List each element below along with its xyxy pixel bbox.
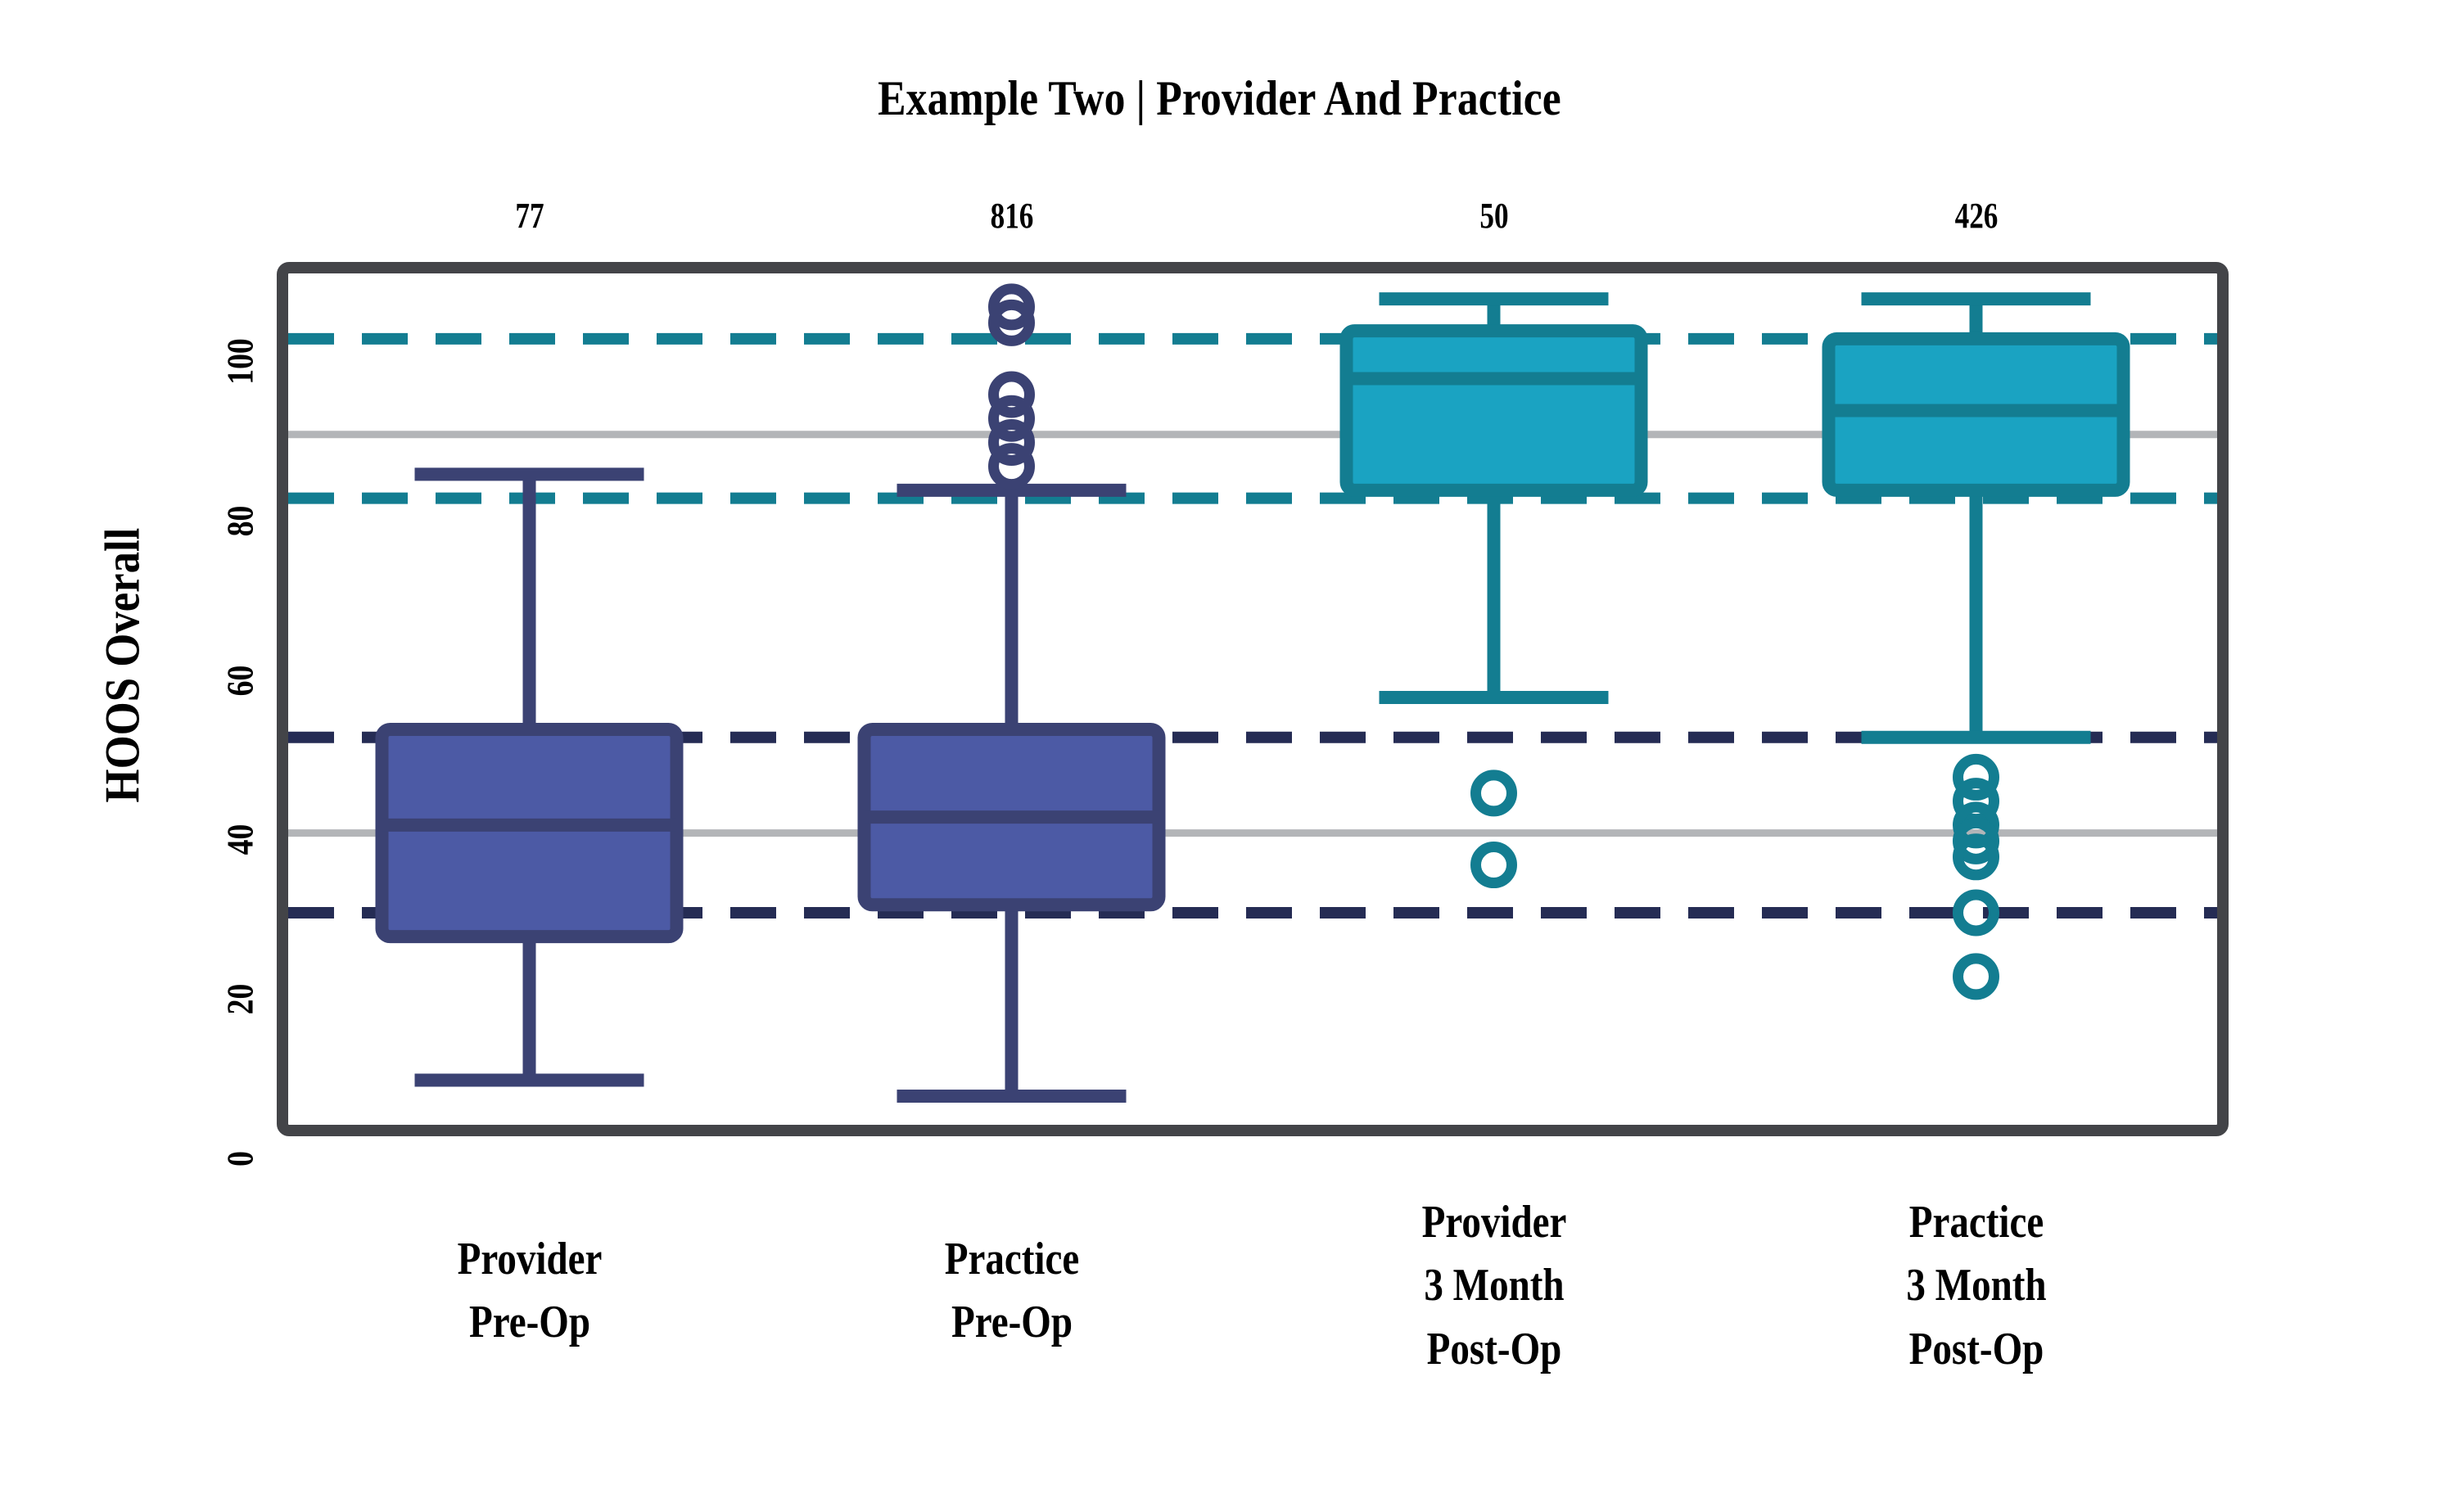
outlier-point-5	[988, 443, 1035, 490]
chart-title: Example Two | Provider And Practice	[878, 71, 1561, 125]
outlier-point-0	[1470, 770, 1517, 817]
outlier-point-0	[1953, 753, 1999, 801]
outlier-point-3	[988, 395, 1035, 442]
sample-count-1: 816	[990, 196, 1033, 236]
category-label-line: Post-Op	[1908, 1323, 2044, 1374]
boxplot-pre-op-1[interactable]	[857, 283, 1166, 1103]
category-label-line: 3 Month	[1905, 1260, 2047, 1311]
outlier-point-1	[1470, 842, 1517, 889]
category-label-line: Post-Op	[1426, 1323, 1561, 1374]
outlier-point-1	[988, 299, 1035, 346]
category-label-line: Practice	[1908, 1197, 2044, 1248]
outlier-point-5	[1953, 889, 1999, 937]
outlier-point-2	[988, 371, 1035, 418]
category-label-line: Provider	[457, 1234, 602, 1284]
outlier-point-0	[988, 283, 1035, 331]
outlier-point-4	[988, 418, 1035, 466]
boxplot-post-op-2[interactable]	[1339, 292, 1648, 889]
category-label-line: Provider	[1421, 1197, 1566, 1248]
boxplot-post-op-3[interactable]	[1822, 292, 2130, 1000]
category-label-line: Practice	[944, 1234, 1079, 1284]
sample-count-3: 426	[1954, 196, 1998, 236]
category-label-line: 3 Month	[1423, 1260, 1565, 1311]
category-label-line: Pre-Op	[951, 1297, 1073, 1348]
outlier-point-6	[1953, 953, 1999, 1000]
outlier-point-4	[1953, 833, 1999, 881]
plot-border	[277, 262, 2229, 1136]
sample-count-2: 50	[1479, 196, 1509, 236]
outlier-point-3	[1953, 817, 1999, 864]
category-label-line: Pre-Op	[468, 1297, 590, 1348]
sample-count-0: 77	[514, 196, 544, 236]
box-iqr	[375, 723, 684, 944]
box-iqr	[1339, 324, 1648, 497]
boxplot-pre-op-0[interactable]	[375, 467, 684, 1087]
